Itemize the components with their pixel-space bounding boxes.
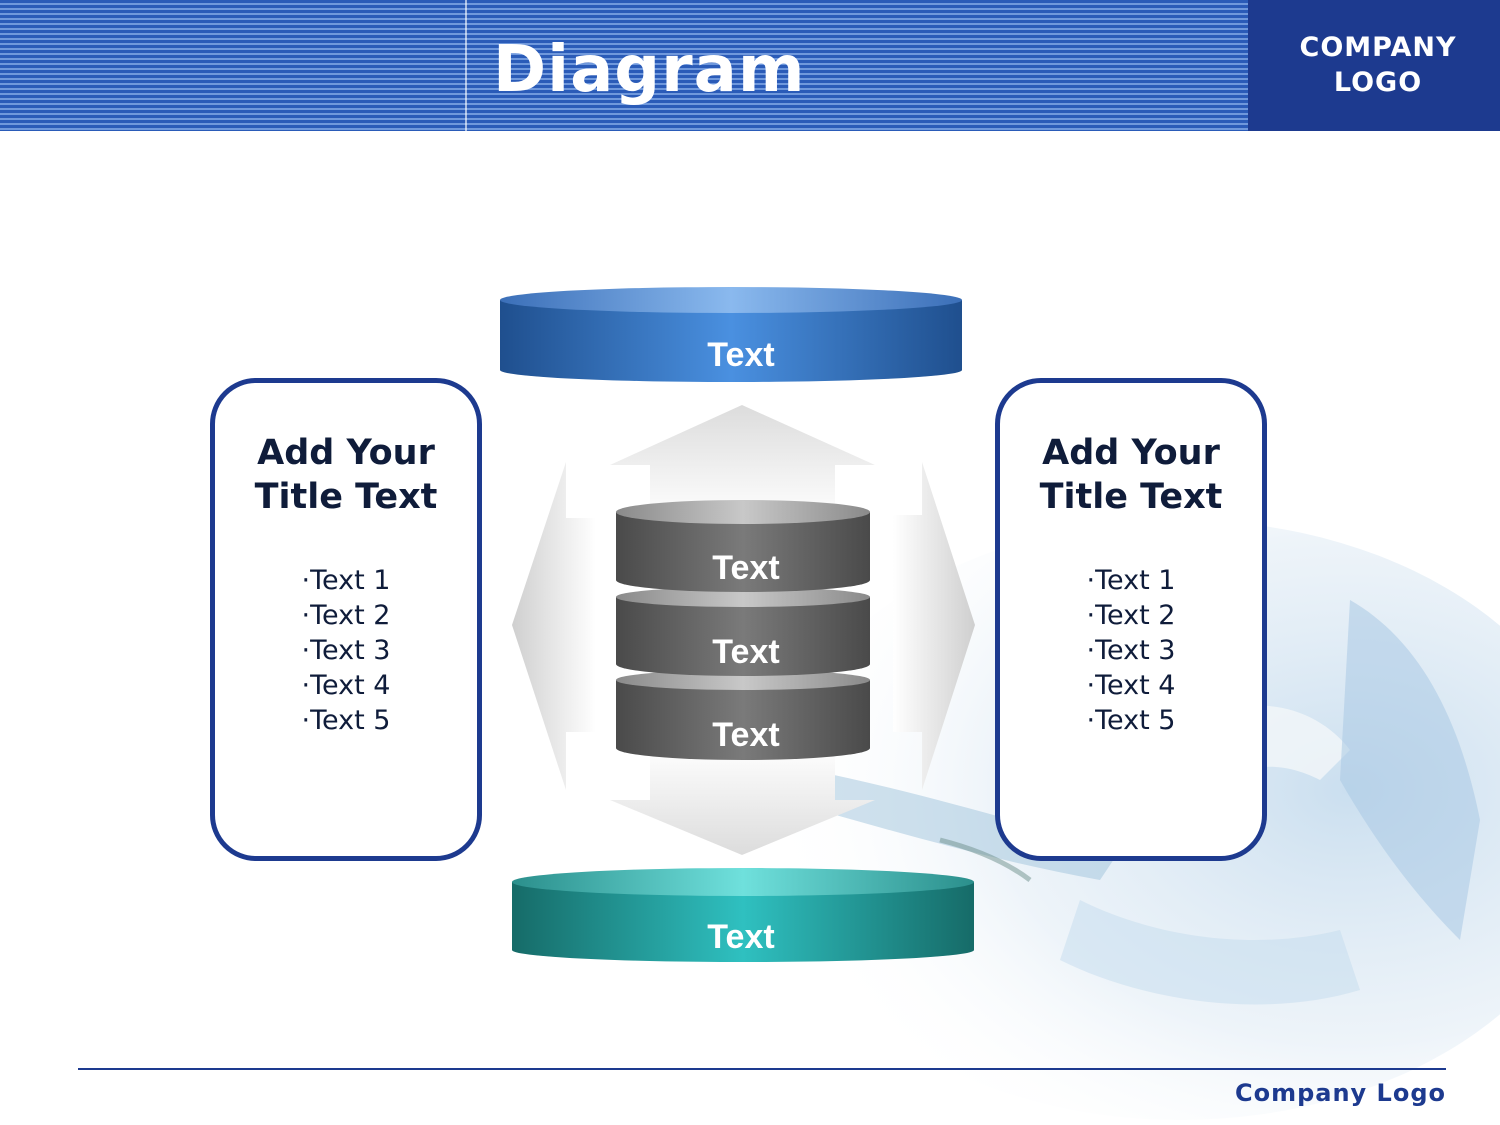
top-cylinder-label: Text bbox=[707, 336, 775, 374]
list-item: ·Text 4 bbox=[301, 670, 391, 701]
stack-cylinder-2-body bbox=[616, 597, 870, 676]
list-item: ·Text 4 bbox=[1086, 670, 1176, 701]
list-item: ·Text 5 bbox=[1086, 705, 1176, 736]
company-logo-line-2: LOGO bbox=[1333, 67, 1423, 98]
arrow-down-shape bbox=[610, 745, 875, 855]
list-item: ·Text 1 bbox=[1086, 565, 1176, 596]
stack-cylinder-3-label: Text bbox=[712, 716, 780, 754]
company-logo: COMPANY LOGO bbox=[1248, 30, 1500, 100]
right-panel-list: ·Text 1 ·Text 2 ·Text 3 ·Text 4 ·Text 5 bbox=[1000, 563, 1262, 738]
header-divider bbox=[465, 0, 467, 131]
stack-cylinder-1-label: Text bbox=[712, 549, 780, 587]
page-title: Diagram bbox=[493, 33, 806, 107]
bottom-cylinder-cap bbox=[512, 868, 974, 896]
list-item: ·Text 2 bbox=[1086, 600, 1176, 631]
stack-cylinder-1-body bbox=[616, 512, 870, 592]
stack-cylinder-1-cap bbox=[616, 500, 870, 524]
stack-cylinder-2-cap bbox=[616, 587, 870, 607]
list-item: ·Text 1 bbox=[301, 565, 391, 596]
arrow-left-shape bbox=[512, 462, 596, 790]
bottom-cylinder-label: Text bbox=[707, 918, 775, 956]
stack-cylinder-3-cap bbox=[616, 670, 870, 690]
bottom-cylinder-body bbox=[512, 882, 974, 962]
list-item: ·Text 3 bbox=[1086, 635, 1176, 666]
left-panel-list: ·Text 1 ·Text 2 ·Text 3 ·Text 4 ·Text 5 bbox=[215, 563, 477, 738]
list-item: ·Text 5 bbox=[301, 705, 391, 736]
list-item: ·Text 3 bbox=[301, 635, 391, 666]
list-item: ·Text 2 bbox=[301, 600, 391, 631]
top-cylinder-body bbox=[500, 300, 962, 382]
company-logo-box bbox=[1248, 0, 1500, 131]
arrow-right-shape bbox=[893, 462, 975, 790]
footer-company-logo: Company Logo bbox=[1234, 1079, 1446, 1107]
arrow-up-shape bbox=[610, 405, 875, 520]
top-cylinder-cap bbox=[500, 287, 962, 313]
company-logo-line-1: COMPANY bbox=[1299, 32, 1457, 63]
stack-cylinder-3-body bbox=[616, 680, 870, 760]
stack-cylinder-2-label: Text bbox=[712, 633, 780, 671]
footer-divider bbox=[78, 1068, 1446, 1070]
